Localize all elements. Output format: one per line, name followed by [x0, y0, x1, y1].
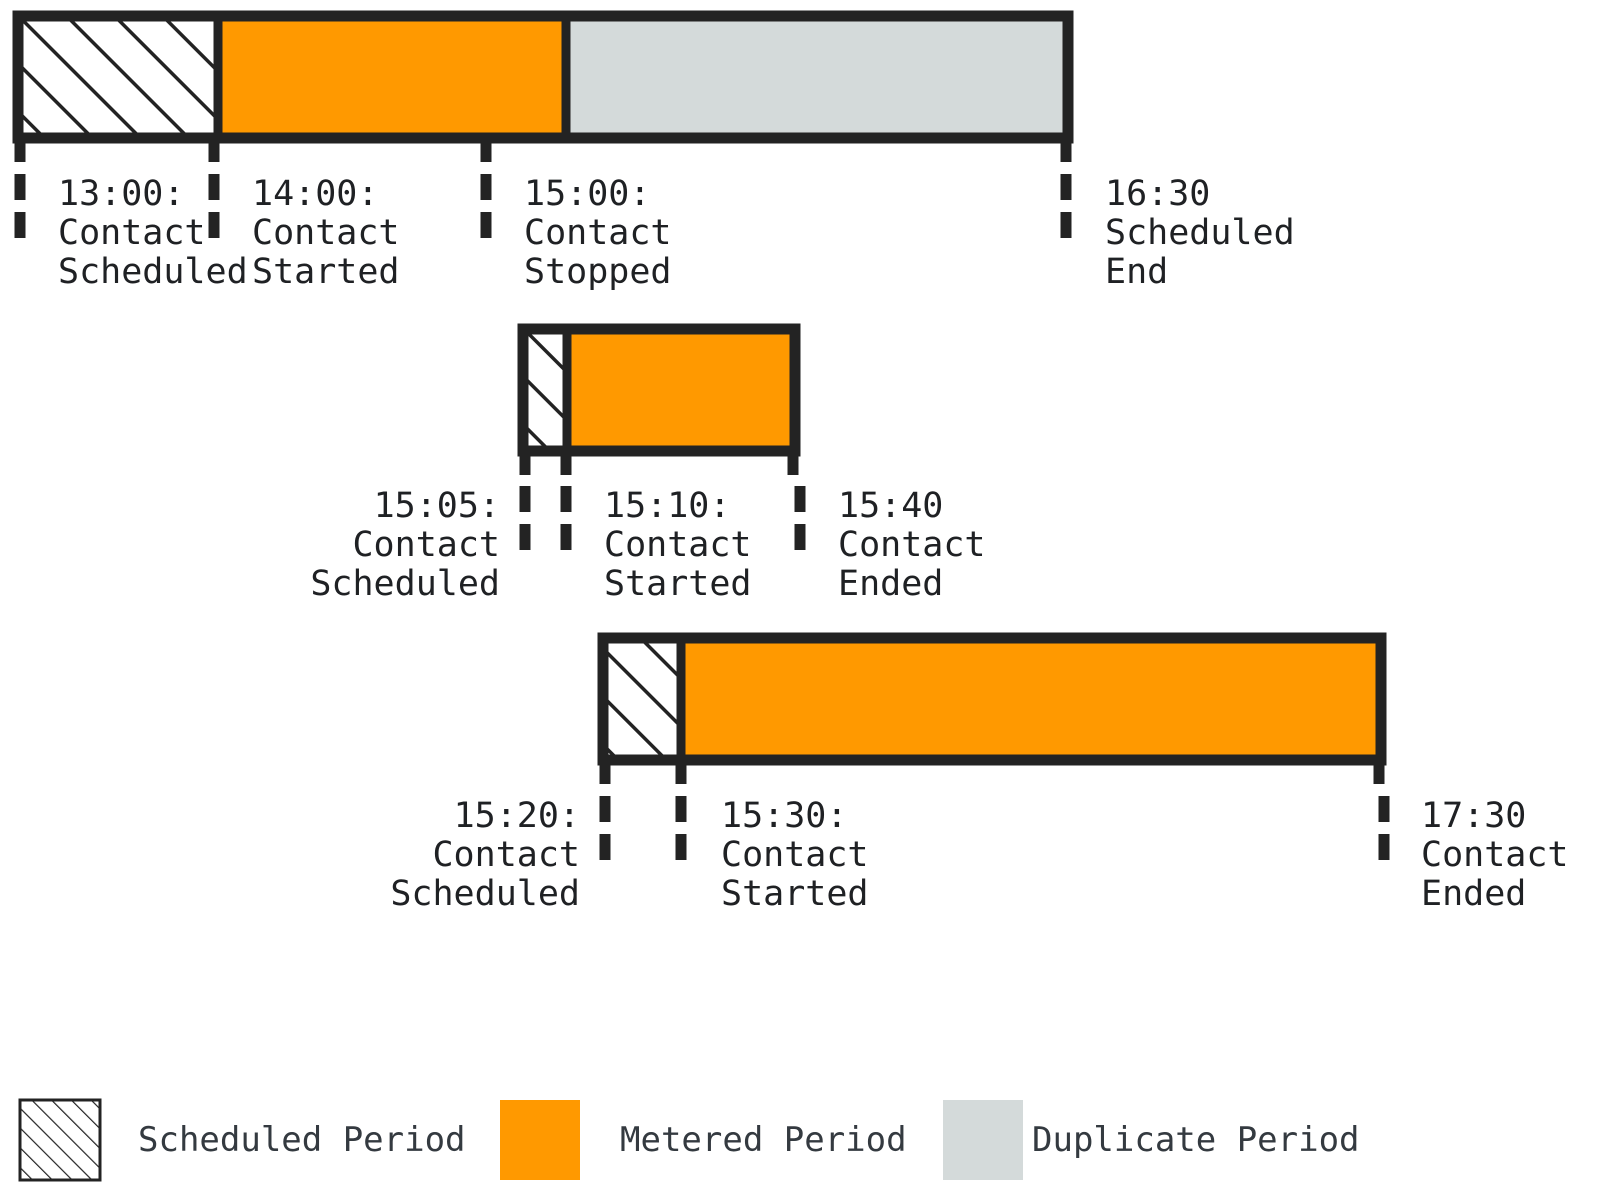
timeline-row-1 — [12, 10, 1074, 238]
row2-marker-1-time: 15:10: — [604, 486, 731, 526]
row2-marker-0-line2: Scheduled — [310, 564, 500, 604]
row1-marker-3-line2: End — [1105, 252, 1169, 292]
row2-marker-2-line1: Contact — [838, 525, 986, 565]
row2-marker-1-line2: Started — [604, 564, 752, 604]
legend-label-metered: Metered Period — [620, 1120, 907, 1160]
row1-scheduled-segment — [18, 16, 218, 138]
legend-swatch-scheduled — [18, 1098, 102, 1182]
timeline-row-2 — [517, 323, 806, 550]
row1-metered-segment — [218, 16, 566, 138]
row3-marker-1-time: 15:30: — [721, 796, 848, 836]
legend-swatch-metered — [500, 1100, 580, 1180]
row1-marker-0-time: 13:00: — [58, 174, 185, 214]
row1-marker-1-time: 14:00: — [252, 174, 379, 214]
legend-label-scheduled: Scheduled Period — [138, 1120, 466, 1160]
row2-marker-0-time: 15:05: — [373, 486, 500, 526]
row3-scheduled-segment — [603, 638, 683, 760]
row1-tick-group — [14, 138, 1072, 238]
row1-marker-0-line2: Scheduled — [58, 252, 248, 292]
row3-metered-segment — [681, 638, 1381, 760]
legend-swatch-duplicate — [943, 1100, 1023, 1180]
row2-marker-0-line1: Contact — [352, 525, 500, 565]
legend-label-duplicate: Duplicate Period — [1032, 1120, 1360, 1160]
row1-marker-3-line1: Scheduled — [1105, 213, 1295, 253]
row3-marker-0-line2: Scheduled — [390, 874, 580, 914]
row3-marker-1-line1: Contact — [721, 835, 869, 875]
row1-marker-2-line2: Stopped — [524, 252, 672, 292]
row2-marker-2-line2: Ended — [838, 564, 944, 604]
row3-marker-2-time: 17:30 — [1421, 796, 1527, 836]
row1-marker-2-time: 15:00: — [524, 174, 651, 214]
row3-marker-0-time: 15:20: — [453, 796, 580, 836]
row1-marker-0-line1: Contact — [58, 213, 206, 253]
row1-marker-2-line1: Contact — [524, 213, 672, 253]
row1-marker-3-time: 16:30 — [1105, 174, 1211, 214]
row1-bar-outline — [12, 10, 1074, 144]
row3-marker-0-line1: Contact — [432, 835, 580, 875]
row3-bar-outline — [597, 632, 1387, 766]
row1-duplicate-segment — [566, 16, 1068, 138]
legend-swatches — [18, 1098, 1023, 1182]
row2-bar-outline — [517, 323, 801, 457]
row2-metered-segment — [567, 329, 795, 451]
row2-marker-1-line1: Contact — [604, 525, 752, 565]
row1-marker-1-line1: Contact — [252, 213, 400, 253]
row3-tick-group — [599, 760, 1390, 860]
timeline-row-3 — [597, 632, 1390, 860]
row3-marker-2-line2: Ended — [1421, 874, 1527, 914]
row2-marker-2-time: 15:40 — [838, 486, 944, 526]
row2-tick-group — [519, 451, 806, 550]
row3-marker-1-line2: Started — [721, 874, 869, 914]
row1-marker-1-line2: Started — [252, 252, 400, 292]
row3-marker-2-line1: Contact — [1421, 835, 1569, 875]
